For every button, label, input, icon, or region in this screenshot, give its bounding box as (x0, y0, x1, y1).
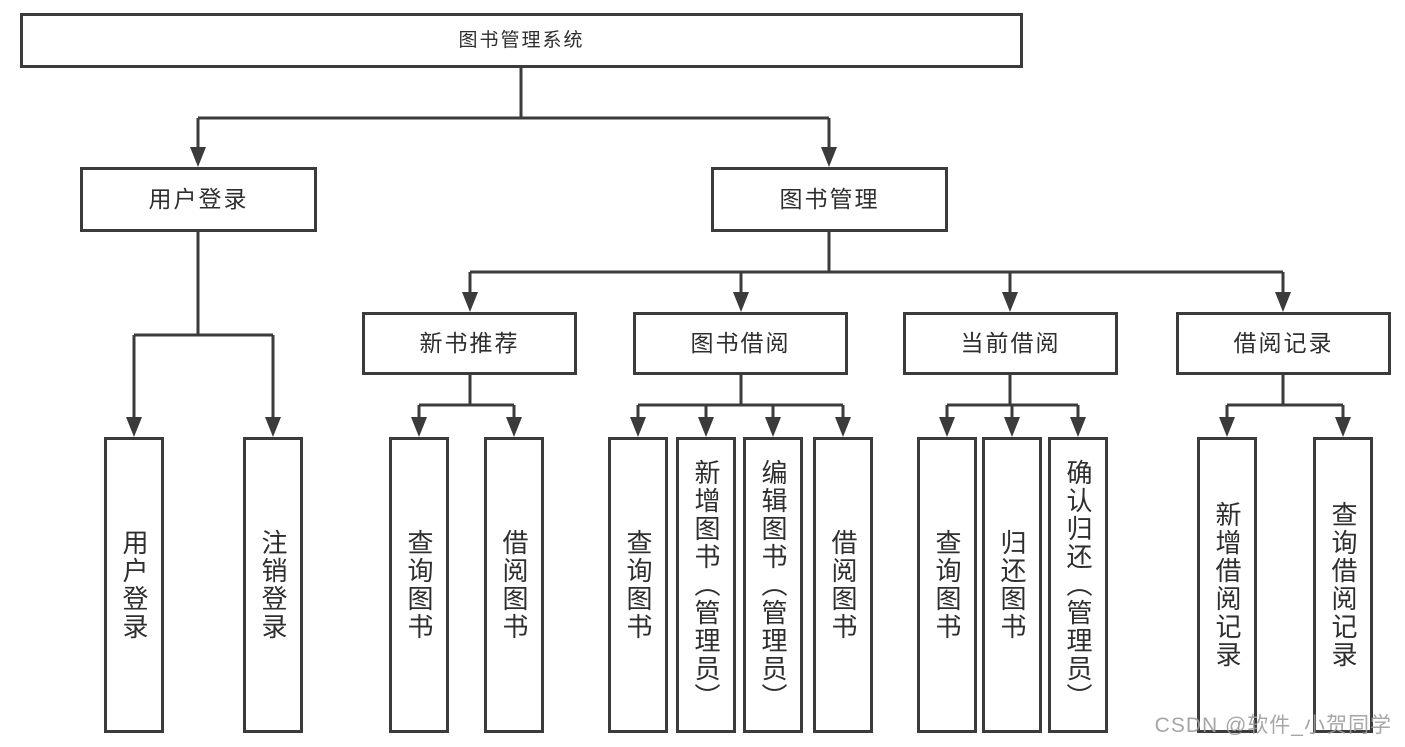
connector-borrow-records (1225, 375, 1345, 422)
connector-book-borrow (636, 375, 845, 422)
leaf-confirm-return-admin: 确认归还（管理员） (1048, 437, 1108, 733)
node-borrowing-records: 借阅记录 (1176, 312, 1391, 375)
leaf-return-books: 归还图书 (982, 437, 1042, 733)
connector-user-login (132, 232, 275, 422)
node-book-borrowing: 图书借阅 (633, 312, 848, 375)
node-new-book-recommendation: 新书推荐 (362, 312, 577, 375)
node-user-login: 用户登录 (80, 167, 317, 232)
connector-new-books (417, 375, 516, 422)
leaf-add-borrow-record: 新增借阅记录 (1197, 437, 1257, 733)
leaf-query-books-1: 查询图书 (389, 437, 449, 733)
leaf-edit-books-admin: 编辑图书（管理员） (743, 437, 803, 733)
leaf-query-books-2: 查询图书 (608, 437, 668, 733)
leaf-query-books-3: 查询图书 (917, 437, 977, 733)
leaf-add-books-admin: 新增图书（管理员） (676, 437, 736, 733)
leaf-borrow-books-2: 借阅图书 (813, 437, 873, 733)
connector-current-borrow (945, 375, 1080, 422)
leaf-user-login: 用户登录 (104, 437, 164, 733)
node-current-borrowing: 当前借阅 (903, 312, 1118, 375)
connector-book-management (468, 232, 1285, 297)
connector-root (196, 68, 831, 152)
leaf-borrow-books-1: 借阅图书 (484, 437, 544, 733)
node-book-management: 图书管理 (711, 167, 948, 232)
leaf-query-borrow-record: 查询借阅记录 (1313, 437, 1373, 733)
leaf-logout: 注销登录 (243, 437, 303, 733)
node-library-management-system: 图书管理系统 (20, 13, 1023, 68)
csdn-watermark: CSDN @软件_小贺同学 (1154, 714, 1392, 737)
